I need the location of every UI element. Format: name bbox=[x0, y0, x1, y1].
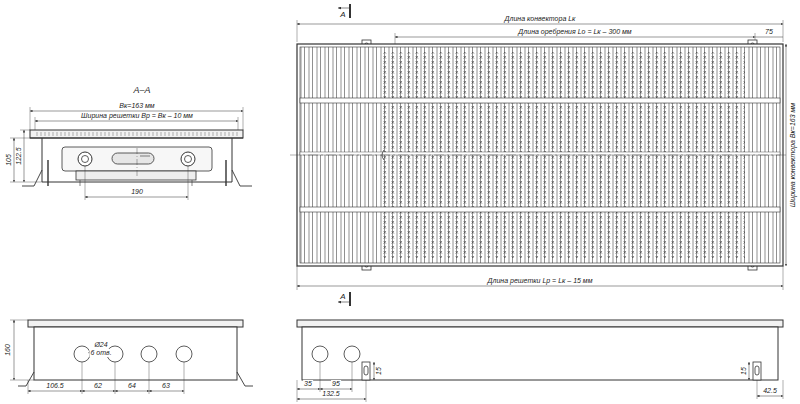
dimension-label: 122.5 bbox=[15, 146, 23, 166]
dimension-label: Длина оребрения Lо = Lк – 300 мм bbox=[517, 28, 632, 36]
front-view bbox=[297, 320, 783, 402]
end-view bbox=[10, 320, 253, 394]
dimension-label: 64 bbox=[127, 382, 137, 390]
top-view bbox=[290, 4, 790, 306]
dimension-label: 75 bbox=[764, 28, 774, 36]
section-view bbox=[10, 107, 252, 200]
dimension-label: 190 bbox=[130, 188, 144, 196]
hole-callout: 6 отв. bbox=[89, 349, 112, 357]
dimension-label: 95 bbox=[331, 380, 341, 388]
dimension-label: 63 bbox=[161, 382, 171, 390]
dimension-label: 42.5 bbox=[762, 387, 778, 395]
dimension-label: 15 bbox=[375, 366, 383, 376]
section-title: A–A bbox=[132, 85, 151, 95]
dimension-label: 15 bbox=[740, 366, 748, 376]
dimension-label: 62 bbox=[93, 382, 103, 390]
dimension-label: 106.5 bbox=[45, 382, 65, 390]
section-marker: A bbox=[339, 292, 346, 301]
dimension-label: 105 bbox=[5, 153, 13, 167]
dimension-label: Длина конвектора Lк bbox=[504, 15, 577, 23]
dimension-label: 35 bbox=[303, 380, 313, 388]
dimension-label: Вк=163 мм bbox=[118, 102, 155, 110]
dimension-label: 132.5 bbox=[321, 390, 341, 398]
dimension-label: Ширина решетки Вр = Вк – 10 мм bbox=[80, 112, 194, 120]
section-marker: A bbox=[339, 10, 346, 19]
dimension-label: Ширина конвектора Вк=163 мм bbox=[789, 102, 797, 208]
dimension-label: 160 bbox=[4, 343, 12, 357]
hole-callout: Ø24 bbox=[93, 341, 108, 349]
dimension-label: Длина решетки Lр = Lк – 15 мм bbox=[487, 277, 594, 285]
